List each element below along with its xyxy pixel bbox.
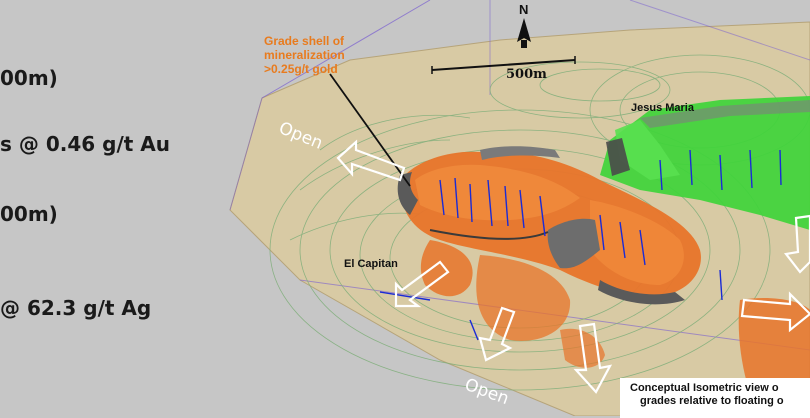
- silver-shell: [600, 96, 810, 230]
- callout-line-2: mineralization: [264, 48, 345, 62]
- place-jesus-maria: Jesus Maria: [631, 102, 694, 114]
- gold-shell: [397, 146, 810, 416]
- callout-line-3: >0.25g/t gold: [264, 62, 338, 76]
- north-label: N: [519, 2, 529, 17]
- open-arrows: [336, 139, 810, 394]
- north-arrow-icon: [517, 18, 531, 48]
- arrow-down-right-icon: [783, 214, 810, 274]
- slide-text-line-1: 00m): [0, 66, 58, 90]
- drill-holes: [379, 149, 782, 341]
- arrow-left-icon: [336, 139, 406, 182]
- grade-shell-callout: Grade shell of mineralization >0.25g/t g…: [264, 34, 374, 76]
- scale-label: 500m: [506, 67, 547, 82]
- slide-text-line-2: s @ 0.46 g/t Au: [0, 132, 170, 156]
- caption-line-2: grades relative to floating o: [640, 395, 784, 407]
- arrow-down-icon: [478, 306, 516, 362]
- arrow-down-icon-2: [573, 322, 613, 394]
- slide-text-line-4: @ 62.3 g/t Ag: [0, 296, 152, 320]
- arrow-right-icon: [740, 291, 810, 333]
- slide-text-line-3: 00m): [0, 202, 58, 226]
- arrow-down-left-icon: [394, 260, 450, 308]
- callout-line-1: Grade shell of: [264, 34, 345, 48]
- place-el-capitan: El Capitan: [344, 258, 398, 270]
- caption-box: Conceptual Isometric view o grades relat…: [620, 378, 810, 418]
- caption-line-1: Conceptual Isometric view o: [630, 382, 779, 394]
